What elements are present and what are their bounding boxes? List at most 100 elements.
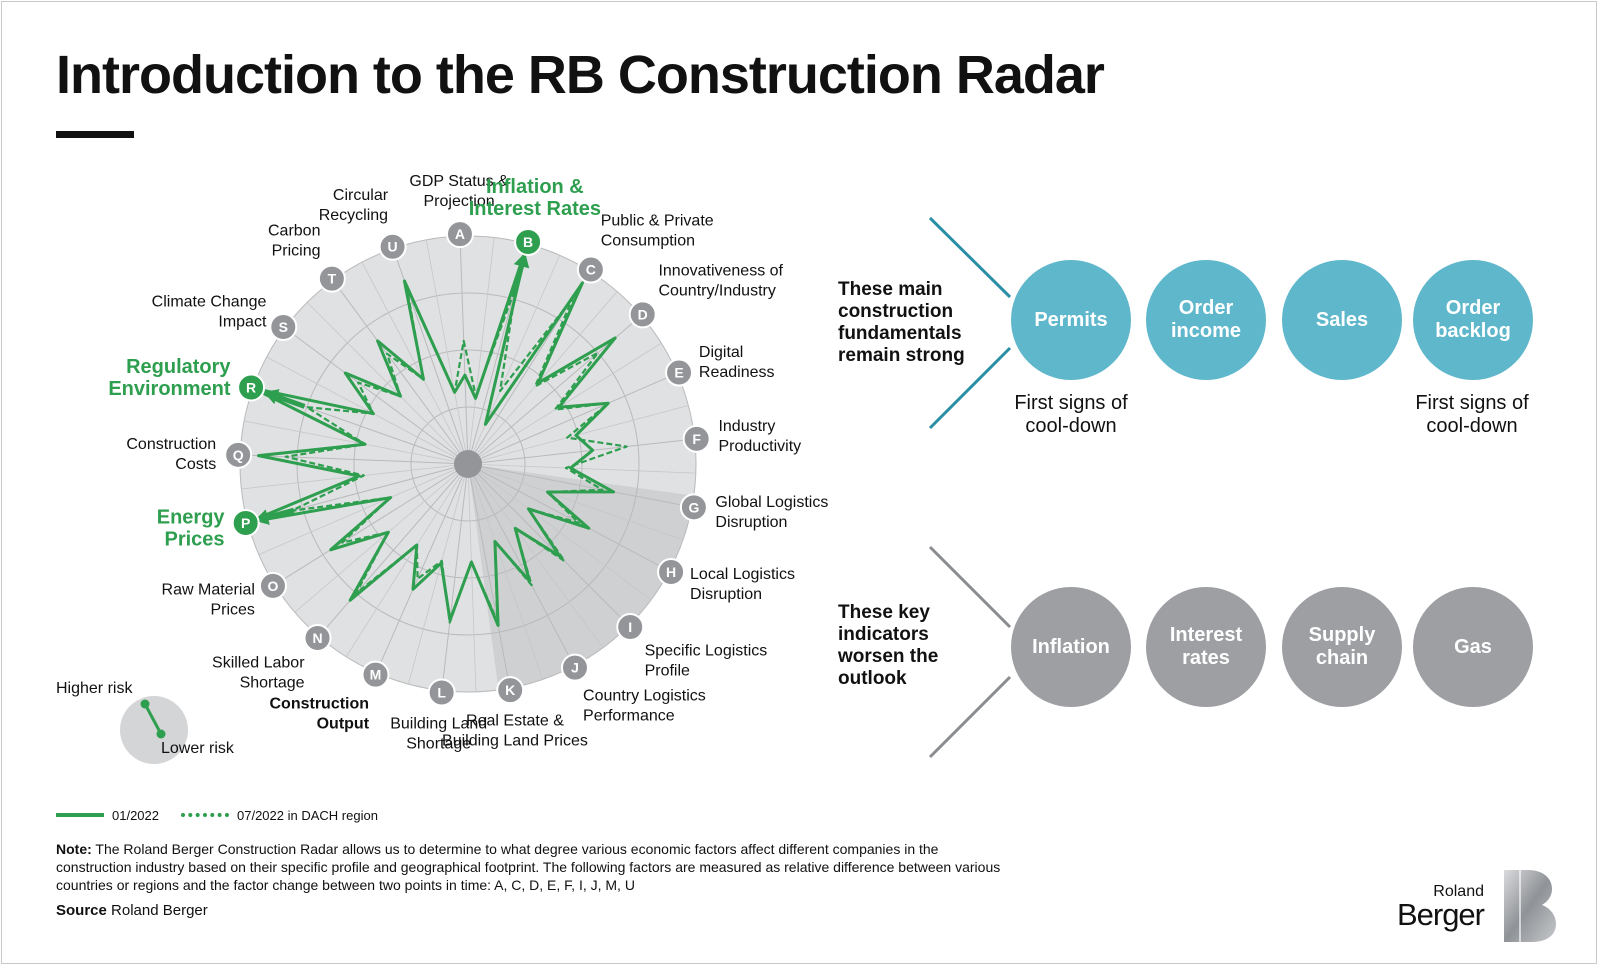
factor-label-line: Building Land <box>390 715 487 732</box>
indicator-circle-gas: Gas <box>1413 587 1533 707</box>
indicator-circle-label: Interest rates <box>1169 624 1243 669</box>
factor-letter: U <box>388 239 398 255</box>
cooldown-note-order-backlog: First signs of cool-down <box>1415 392 1529 437</box>
factor-node-g <box>679 493 708 522</box>
factor-node-b <box>514 227 543 256</box>
factor-label-line: Local Logistics <box>690 566 795 583</box>
factor-label-line: Specific Logistics <box>645 642 768 659</box>
radar-spoke-minor <box>467 463 604 649</box>
factor-node-d <box>628 300 657 329</box>
indicators-bracket-bottom <box>928 675 1012 759</box>
radar-spoke <box>467 463 670 572</box>
risk-legend-disc <box>120 696 188 764</box>
radar-spoke-minor <box>467 237 495 465</box>
radar-spoke <box>274 463 469 586</box>
radar-spoke-minor <box>294 463 469 613</box>
factor-node-t <box>317 264 346 293</box>
radar-spoke-minor <box>408 463 469 685</box>
fundamental-circle-order-income: Order income <box>1146 260 1266 380</box>
fundamentals-label-line: construction <box>838 301 954 322</box>
factor-label-line: Shortage <box>406 735 471 752</box>
risk-legend-lower: Lower risk <box>161 740 235 757</box>
factor-letter: I <box>628 619 632 635</box>
indicator-circle-label: Inflation <box>1032 635 1110 658</box>
radar-spoke <box>441 463 469 691</box>
factor-label-line: Performance <box>583 708 675 725</box>
fundamentals-label-line: remain strong <box>838 345 965 366</box>
fundamental-circle-permits: Permits <box>1011 260 1131 380</box>
factor-label-line: Circular <box>333 187 389 204</box>
factor-label-line: Carbon <box>268 223 320 240</box>
radar-spoke <box>467 463 693 508</box>
factor-node-a <box>445 220 474 249</box>
factor-node-i <box>616 613 645 642</box>
factor-label-line: Public & Private <box>601 213 714 230</box>
factor-label-line: Output <box>317 715 370 732</box>
factor-label-line: Regulatory <box>126 356 231 378</box>
radar-spoke-minor <box>467 342 662 465</box>
factor-letter: L <box>437 684 446 700</box>
factor-node-o <box>258 571 287 600</box>
indicator-circle-label: Supply chain <box>1308 624 1376 669</box>
radar-spoke <box>467 463 630 626</box>
fundamentals-label-line: fundamentals <box>838 323 962 344</box>
radar-center-dot <box>454 450 482 478</box>
fundamentals-bracket-bottom <box>928 346 1012 430</box>
factor-node-p <box>231 508 260 537</box>
fundamentals-label-line: These main <box>838 279 943 300</box>
fundamental-circle-label: Order income <box>1170 297 1242 342</box>
radar-spoke <box>467 463 575 667</box>
factor-label-line: Global Logistics <box>715 494 828 511</box>
risk-legend-line <box>143 703 163 735</box>
indicator-circle-label: Gas <box>1454 635 1492 658</box>
radar-spoke <box>318 463 469 637</box>
factor-node-l <box>427 678 456 707</box>
factor-label-line: Projection <box>423 193 494 210</box>
factor-label-line: Interest Rates <box>469 198 601 220</box>
factor-node-h <box>657 557 686 586</box>
source-label: Source <box>56 902 107 919</box>
factor-label-line: Energy <box>157 507 226 529</box>
indicators-label-line: These key <box>838 602 930 623</box>
factor-label-line: Construction <box>126 436 216 453</box>
indicators-bracket-top <box>928 545 1012 629</box>
fundamental-circle-label: Permits <box>1034 308 1108 331</box>
factor-label-b: Inflation &Interest Rates <box>469 176 601 220</box>
factor-letter: O <box>268 578 279 594</box>
factor-label-line: Costs <box>175 456 216 473</box>
factor-label-line: Digital <box>699 344 743 361</box>
factor-node-m <box>361 660 390 689</box>
factor-node-e <box>665 358 694 387</box>
factor-node-k <box>496 676 525 705</box>
factor-label-line: Productivity <box>718 438 801 455</box>
legend-dashed-swatch <box>181 813 229 817</box>
radar-spoke-minor <box>244 420 469 465</box>
factor-label-line: Building Land Prices <box>442 733 588 750</box>
factor-label-line: Innovativeness of <box>658 262 783 279</box>
factor-letter: K <box>505 682 515 698</box>
page-title: Introduction to the RB Construction Rada… <box>56 45 1105 105</box>
fundamental-circle-label: Order backlog <box>1435 297 1511 342</box>
radar-spoke <box>459 236 469 465</box>
logo-b-mark-icon <box>1504 870 1556 942</box>
factor-node-n <box>303 623 332 652</box>
fundamental-circle-sales: Sales <box>1282 260 1402 380</box>
factor-node-j <box>560 653 589 682</box>
factor-letter: P <box>241 515 250 531</box>
factor-node-s <box>269 312 298 341</box>
factor-letter: J <box>571 660 579 676</box>
factor-node-f <box>682 424 711 453</box>
factor-label-line: Skilled Labor <box>212 655 305 672</box>
radar-spoke-minor <box>266 356 469 465</box>
factor-label-line: Shortage <box>240 675 305 692</box>
factor-letter: F <box>692 431 701 447</box>
factor-letter: R <box>246 379 256 395</box>
factor-label-line: Prices <box>164 529 224 551</box>
